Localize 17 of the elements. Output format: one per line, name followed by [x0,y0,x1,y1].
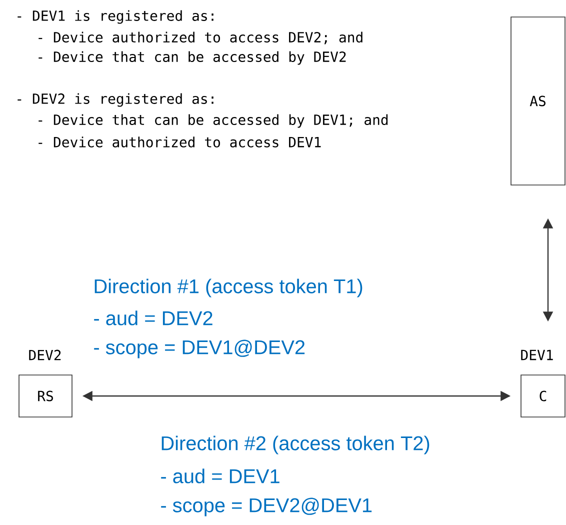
list-item: - DEV2 is registered as: [18,93,214,107]
list-item: - Device authorized to access DEV2; and [38,32,362,44]
list-item: - Device that can be accessed by DEV1; and [38,114,388,128]
device-label: DEV1 [521,350,553,360]
annotation-text: - scope = DEV2@DEV1 [161,498,372,516]
annotation-text: Direction #1 (access token T1) [94,278,362,298]
device-label: DEV2 [29,350,61,360]
box: AS [510,16,566,186]
list-item: - Device that can be accessed by DEV2 [38,51,346,65]
annotation-text: - scope = DEV1@DEV2 [94,340,305,358]
list-item: - Device authorized to access DEV1 [38,136,321,148]
box: RS [18,374,72,418]
annotation-text: Direction #2 (access token T2) [162,436,430,454]
annotation-text: - aud = DEV2 [94,310,212,326]
annotation-text: - aud = DEV1 [161,468,280,484]
box: C [520,374,566,418]
list-item: - DEV1 is registered as: [18,10,214,24]
